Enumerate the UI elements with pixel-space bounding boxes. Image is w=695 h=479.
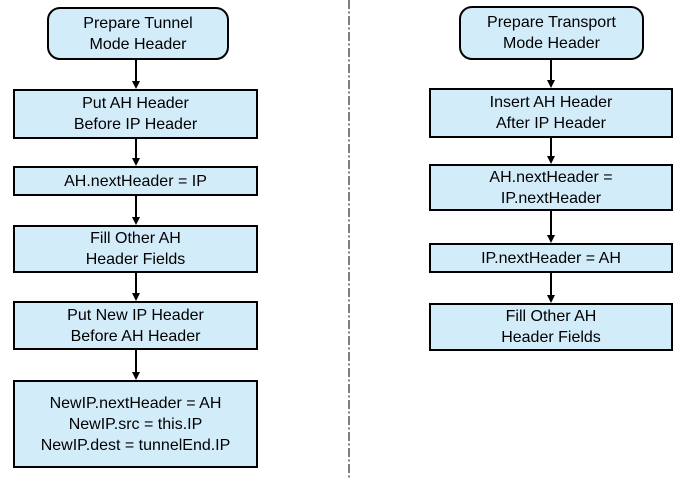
column-divider (348, 0, 350, 479)
tunnel-step-put-ah-header: Put AH Header Before IP Header (13, 89, 258, 139)
transport-start-node: Prepare Transport Mode Header (459, 6, 644, 60)
tunnel-step-put-new-ip-header: Put New IP Header Before AH Header (13, 301, 258, 350)
transport-step-ip-nextheader: IP.nextHeader = AH (429, 243, 673, 273)
transport-step-ah-nextheader: AH.nextHeader = IP.nextHeader (429, 164, 673, 211)
tunnel-step-newip-assignments: NewIP.nextHeader = AH NewIP.src = this.I… (13, 380, 258, 468)
transport-step-insert-ah-header: Insert AH Header After IP Header (429, 88, 673, 138)
tunnel-step-fill-other-fields: Fill Other AH Header Fields (13, 225, 258, 273)
tunnel-start-node: Prepare Tunnel Mode Header (47, 7, 229, 60)
tunnel-step-ah-nextheader: AH.nextHeader = IP (13, 166, 258, 196)
transport-step-fill-other-fields: Fill Other AH Header Fields (429, 303, 673, 351)
